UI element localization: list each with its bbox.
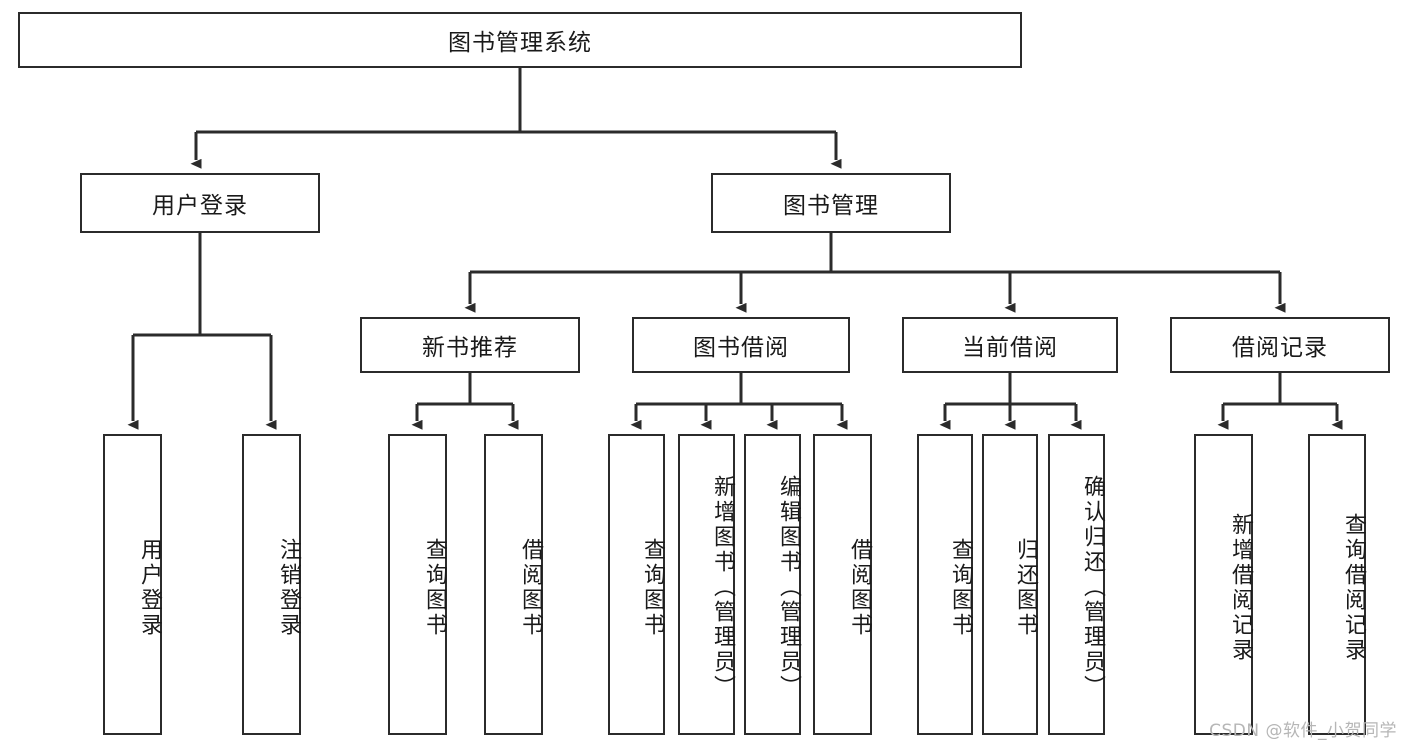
node-book-borrow[interactable]: 图书借阅 (632, 317, 850, 373)
node-leaf-user-login[interactable]: 用户登录 (103, 434, 162, 735)
node-leaf-label: 归还图书 (1013, 537, 1038, 638)
node-leaf-label: 借阅图书 (847, 537, 872, 638)
node-book-manage[interactable]: 图书管理 (711, 173, 951, 233)
node-leaf-query-record[interactable]: 查询借阅记录 (1308, 434, 1366, 735)
node-user-login[interactable]: 用户登录 (80, 173, 320, 233)
node-leaf-label: 查询图书 (422, 537, 447, 638)
node-leaf-label: 查询图书 (640, 537, 665, 638)
node-root-label: 图书管理系统 (448, 30, 592, 56)
node-leaf-logout[interactable]: 注销登录 (242, 434, 301, 735)
node-leaf-query-book-borrow[interactable]: 查询图书 (608, 434, 665, 735)
csdn-watermark: CSDN @软件_小贺同学 (1209, 721, 1397, 741)
node-new-book-recommend-label: 新书推荐 (422, 335, 518, 361)
node-root-system[interactable]: 图书管理系统 (18, 12, 1022, 68)
node-leaf-label: 编辑图书（管理员） (776, 475, 801, 700)
node-leaf-query-book-rec[interactable]: 查询图书 (388, 434, 447, 735)
node-current-borrow[interactable]: 当前借阅 (902, 317, 1118, 373)
node-leaf-label: 用户登录 (137, 537, 162, 638)
node-leaf-confirm-return[interactable]: 确认归还（管理员） (1048, 434, 1105, 735)
node-leaf-borrow-book[interactable]: 借阅图书 (813, 434, 872, 735)
node-new-book-recommend[interactable]: 新书推荐 (360, 317, 580, 373)
node-leaf-add-book[interactable]: 新增图书（管理员） (678, 434, 735, 735)
node-leaf-label: 注销登录 (276, 537, 301, 638)
node-leaf-borrow-book-rec[interactable]: 借阅图书 (484, 434, 543, 735)
node-leaf-label: 借阅图书 (518, 537, 543, 638)
node-leaf-query-book-cur[interactable]: 查询图书 (917, 434, 973, 735)
node-leaf-label: 新增图书（管理员） (710, 475, 735, 700)
node-leaf-return-book[interactable]: 归还图书 (982, 434, 1038, 735)
node-leaf-label: 查询图书 (948, 537, 973, 638)
node-borrow-record-label: 借阅记录 (1232, 335, 1328, 361)
node-user-login-label: 用户登录 (152, 193, 248, 219)
node-leaf-edit-book[interactable]: 编辑图书（管理员） (744, 434, 801, 735)
node-book-manage-label: 图书管理 (783, 193, 879, 219)
node-leaf-label: 确认归还（管理员） (1080, 475, 1105, 700)
node-borrow-record[interactable]: 借阅记录 (1170, 317, 1390, 373)
node-leaf-add-record[interactable]: 新增借阅记录 (1194, 434, 1253, 735)
node-leaf-label: 新增借阅记录 (1228, 512, 1253, 663)
node-leaf-label: 查询借阅记录 (1341, 512, 1366, 663)
node-book-borrow-label: 图书借阅 (693, 335, 789, 361)
node-current-borrow-label: 当前借阅 (962, 335, 1058, 361)
